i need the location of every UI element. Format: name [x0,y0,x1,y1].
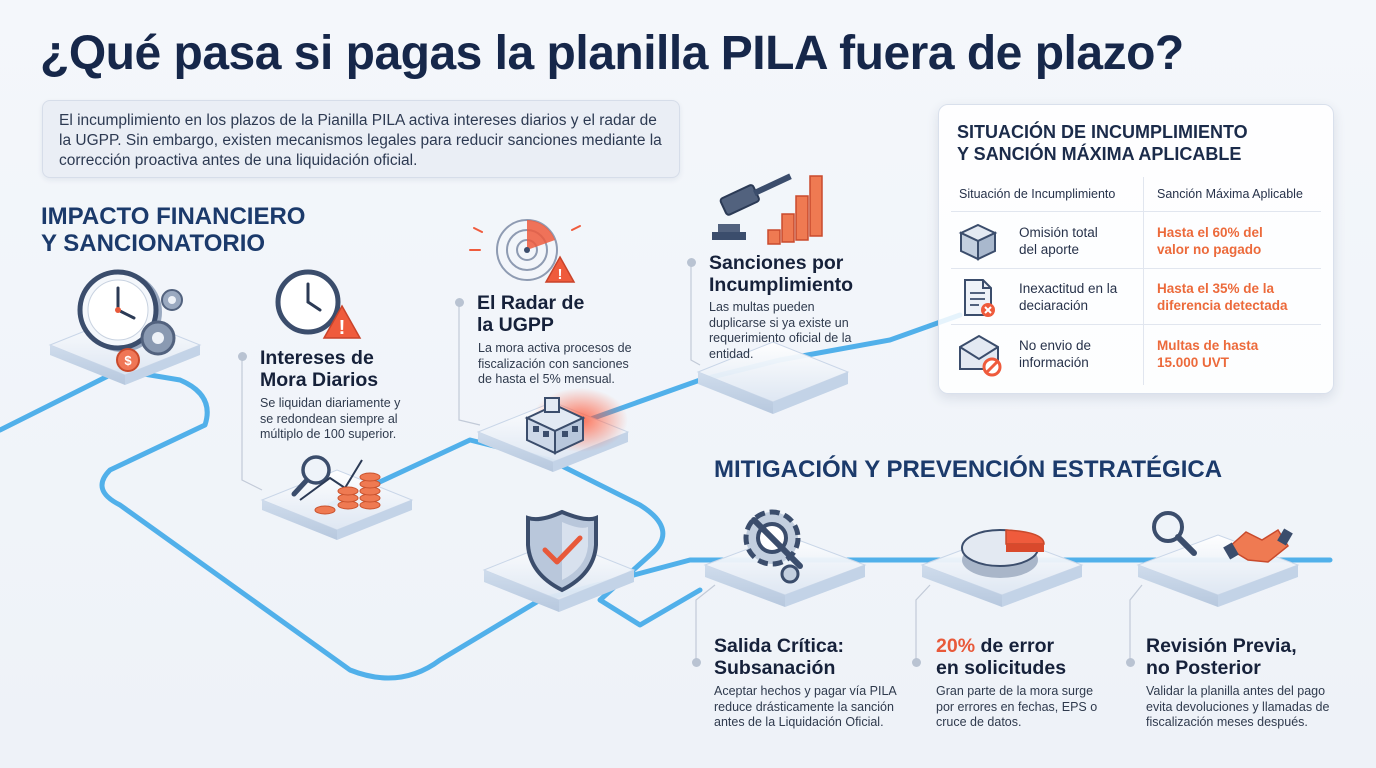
cell-line: valor no pagado [1157,242,1262,257]
cell-line: Inexactitud en la [1019,281,1118,296]
card-title-subsanacion: Salida Crítica: Subsanación [714,635,844,679]
cell-line: Multas de hasta [1157,338,1259,353]
magnifier-coins-icon [291,455,381,515]
connector-subsanacion [695,584,716,662]
impact-title-line1: IMPACTO FINANCIERO [41,203,306,230]
flow-path [0,367,1333,681]
connector-dot [455,298,464,307]
intro-box: El incumplimiento en los plazos de la Pi… [42,100,680,178]
connector-error [915,584,931,662]
svg-text:!: ! [339,317,346,339]
connector-mora [241,360,263,491]
card-title-line: El Radar de [477,292,585,314]
table-row-sancion: Hasta el 60% del valor no pagado [1157,224,1263,258]
card-title-mora: Intereses de Mora Diarios [260,347,378,391]
table-row-divider [951,268,1321,269]
radar-warning-icon: ! [469,219,581,283]
cube-icon [958,223,998,261]
sanctions-table: SITUACIÓN DE INCUMPLIMIENTO Y SANCIÓN MÁ… [938,104,1334,394]
card-desc-subsanacion: Aceptar hechos y pagar vía PILA reduce d… [714,684,897,729]
table-header-sancion: Sanción Máxima Aplicable [1157,187,1303,201]
card-title-line: no Posterior [1146,657,1261,679]
table-row-sancion: Multas de hasta 15.000 UVT [1157,337,1258,371]
card-title-line: Revisión Previa, [1146,635,1297,657]
cell-line: 15.000 UVT [1157,355,1230,370]
card-title-line: en solicitudes [936,657,1067,679]
alarm-clock-warning-icon: ! [275,269,362,339]
cell-line: deciaración [1019,298,1089,313]
cell-line: Omisión total [1019,225,1098,240]
shield-check-icon [526,509,598,593]
cell-line: Hasta el 60% del [1157,225,1263,240]
card-desc-revision: Validar la planilla antes del pago evita… [1146,684,1330,729]
connector-dot [1126,658,1135,667]
platform-gear [703,534,867,607]
connector-dot [687,258,696,267]
connector-dot [912,658,921,667]
card-title-line: Salida Crítica: [714,635,845,657]
building-alert-icon [524,388,628,455]
table-row-divider [951,324,1321,325]
platform-coins [260,469,414,540]
card-title-error: 20% de error en solicitudes [936,635,1066,679]
svg-text:!: ! [558,266,563,283]
card-title-line: Subsanación [714,657,836,679]
mitigation-title: MITIGACIÓN Y PREVENCIÓN ESTRATÉGICA [714,456,1223,483]
card-title-radar: El Radar de la UGPP [477,292,584,336]
connector-dot [692,658,701,667]
card-title-line: 20% de error [936,635,1066,657]
card-desc-radar: La mora activa procesos de fiscalización… [478,341,632,386]
magnifier-handshake-icon [1152,511,1293,563]
card-title-line: Mora Diarios [260,369,379,391]
card-title-rest: de error [975,635,1055,657]
card-title-revision: Revisión Previa, no Posterior [1146,635,1297,679]
pie-chart-icon [961,529,1045,578]
cell-line: información [1019,355,1089,370]
table-title-line1: SITUACIÓN DE INCUMPLIMIENTO [957,122,1248,142]
card-title-line: Intereses de [260,347,374,369]
table-row-divider [951,211,1321,212]
cell-line: diferencia detectada [1157,298,1288,313]
card-title-line: Incumplimiento [709,274,854,296]
card-desc-mora: Se liquidan diariamente y se redondean s… [260,396,401,441]
cell-line: No envio de [1019,338,1092,353]
platform-sanctions [696,341,850,414]
table-title-line2: Y SANCIÓN MÁXIMA APLICABLE [957,144,1242,164]
card-title-sanciones: Sanciones por Incumplimiento [709,252,853,296]
connector-dot [238,352,247,361]
page-title: ¿Qué pasa si pagas la planilla PILA fuer… [40,27,1184,80]
connector-revision [1129,584,1143,662]
flow-path-upper [327,437,703,628]
clock-gears-icon: $ [77,269,183,372]
gear-wrench-icon [743,509,803,584]
svg-text:$: $ [124,353,132,368]
gavel-bars-icon [712,173,823,245]
impact-title-line2: Y SANCIONATORIO [41,230,266,257]
card-desc-sanciones: Las multas pueden duplicarse si ya exist… [709,300,852,361]
table-divider [1143,177,1144,385]
connector-sanciones [690,262,701,366]
document-error-icon [964,279,995,317]
card-desc-error: Gran parte de la mora surge por errores … [936,684,1098,729]
table-title: SITUACIÓN DE INCUMPLIMIENTO Y SANCIÓN MÁ… [957,121,1248,165]
connector-radar [458,305,481,426]
table-row-situacion: Inexactitud en la deciaración [1019,280,1117,314]
table-row-situacion: No envio de información [1019,337,1091,371]
card-title-line: la UGPP [477,314,554,336]
impact-title: IMPACTO FINANCIERO Y SANCIONATORIO [41,203,305,257]
card-title-line: Sanciones por [709,252,844,274]
error-percent: 20% [936,635,976,657]
table-row-situacion: Omisión total del aporte [1019,224,1098,258]
table-header-situacion: Situación de Incumplimiento [959,187,1116,201]
envelope-blocked-icon [959,334,1002,377]
table-row-sancion: Hasta el 35% de la diferencia detectada [1157,280,1288,314]
cell-line: del aporte [1019,242,1080,257]
cell-line: Hasta el 35% de la [1157,281,1275,296]
